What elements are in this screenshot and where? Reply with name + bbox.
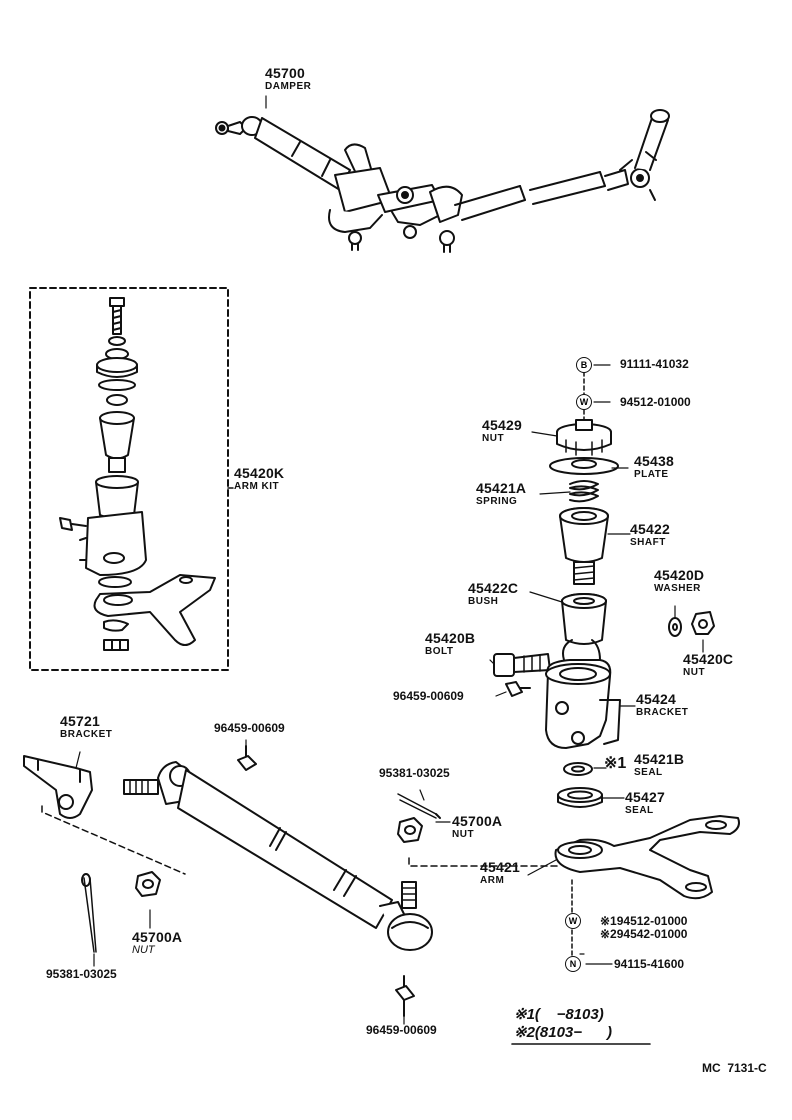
label-45421A: 45421A SPRING: [476, 480, 527, 508]
part-number: 45700A: [452, 813, 503, 829]
label-91111-41032: 91111-41032: [620, 357, 689, 371]
part-name: NUT: [452, 829, 475, 840]
part-name: BOLT: [425, 646, 454, 657]
steering-damper: [23, 745, 441, 1017]
label-95381-03025-left: 95381-03025: [46, 967, 117, 981]
label-94512-94542: ※194512-01000 ※294542-01000: [600, 915, 687, 941]
part-number: 45421: [480, 859, 520, 875]
part-name: SHAFT: [630, 537, 666, 548]
part-number: 45422: [630, 521, 670, 537]
part-name: WASHER: [654, 583, 701, 594]
label-45700A-left: 45700A NUT: [132, 930, 182, 956]
marker-w-icon: W: [576, 394, 592, 410]
diagram-code: MC 7131-C: [702, 1061, 767, 1075]
legend: ※1( −8103) ※2(8103− ): [514, 1006, 612, 1042]
label-96459-00609-mid: 96459-00609: [393, 689, 464, 703]
part-name: SEAL: [625, 805, 654, 816]
part-number: 45420K: [234, 465, 285, 481]
arm-kit-assembly: [29, 287, 234, 671]
label-45420D: 45420D WASHER: [654, 567, 705, 595]
part-number: 45429: [482, 417, 522, 433]
label-95381-03025-mid: 95381-03025: [379, 766, 450, 780]
label-45721: 45721 BRACKET: [60, 713, 113, 741]
legend-line-1: ※1( −8103): [514, 1006, 604, 1023]
part-name: NUT: [482, 433, 505, 444]
leader-lines: [75, 95, 704, 1025]
label-96459-00609-bot: 96459-00609: [366, 1023, 437, 1037]
label-45420K: 45420K ARM KIT: [234, 465, 285, 493]
label-96459-00609-top: 96459-00609: [214, 721, 285, 735]
label-45700A-mid: 45700A NUT: [452, 813, 503, 841]
part-number: 45427: [625, 789, 665, 805]
part-name: NUT: [132, 944, 155, 956]
idler-arm-exploded-view: [408, 371, 740, 957]
part-name: BRACKET: [60, 729, 113, 740]
part-name: ARM KIT: [234, 481, 280, 492]
part-number: 45700: [265, 65, 305, 81]
ref-mark-1: ※1: [604, 755, 627, 772]
part-name: NUT: [683, 667, 706, 678]
part-number: 45438: [634, 453, 674, 469]
label-45421: 45421 ARM: [480, 859, 520, 887]
label-45438: 45438 PLATE: [634, 453, 674, 481]
label-45422C: 45422C BUSH: [468, 580, 519, 608]
label-45427: 45427 SEAL: [625, 789, 665, 817]
ref-line-1: ※194512-01000: [600, 914, 688, 928]
marker-w-lower-icon: W: [565, 913, 581, 929]
part-number: 45721: [60, 713, 100, 729]
part-name: SEAL: [634, 767, 663, 778]
part-number: 45421B: [634, 751, 685, 767]
marker-b-icon: B: [576, 357, 592, 373]
ref-line-2: ※294542-01000: [600, 927, 688, 941]
part-number: 45700A: [132, 929, 183, 945]
part-number: 45421A: [476, 480, 527, 496]
part-number: 45424: [636, 691, 676, 707]
label-45420C: 45420C NUT: [683, 651, 734, 679]
part-number: 45422C: [468, 580, 519, 596]
label-94115-41600: 94115-41600: [614, 957, 685, 971]
part-name: ARM: [480, 875, 505, 886]
part-name: PLATE: [634, 469, 669, 480]
part-name: BRACKET: [636, 707, 689, 718]
top-linkage-assembly: [215, 109, 670, 253]
part-number: 45420D: [654, 567, 705, 583]
label-45429: 45429 NUT: [482, 417, 522, 445]
part-name: DAMPER: [265, 81, 312, 92]
legend-line-2: ※2(8103− ): [514, 1024, 613, 1041]
label-45422: 45422 SHAFT: [630, 521, 670, 549]
part-number: 45420B: [425, 630, 476, 646]
part-name: BUSH: [468, 596, 499, 607]
marker-n-icon: N: [565, 956, 581, 972]
label-45424: 45424 BRACKET: [636, 691, 689, 719]
part-name: SPRING: [476, 496, 518, 507]
part-number: 45420C: [683, 651, 734, 667]
label-45421B: 45421B SEAL: [634, 751, 685, 779]
label-45420B: 45420B BOLT: [425, 630, 476, 658]
label-45700: 45700 DAMPER: [265, 65, 312, 93]
label-94512-01000: 94512-01000: [620, 395, 691, 409]
